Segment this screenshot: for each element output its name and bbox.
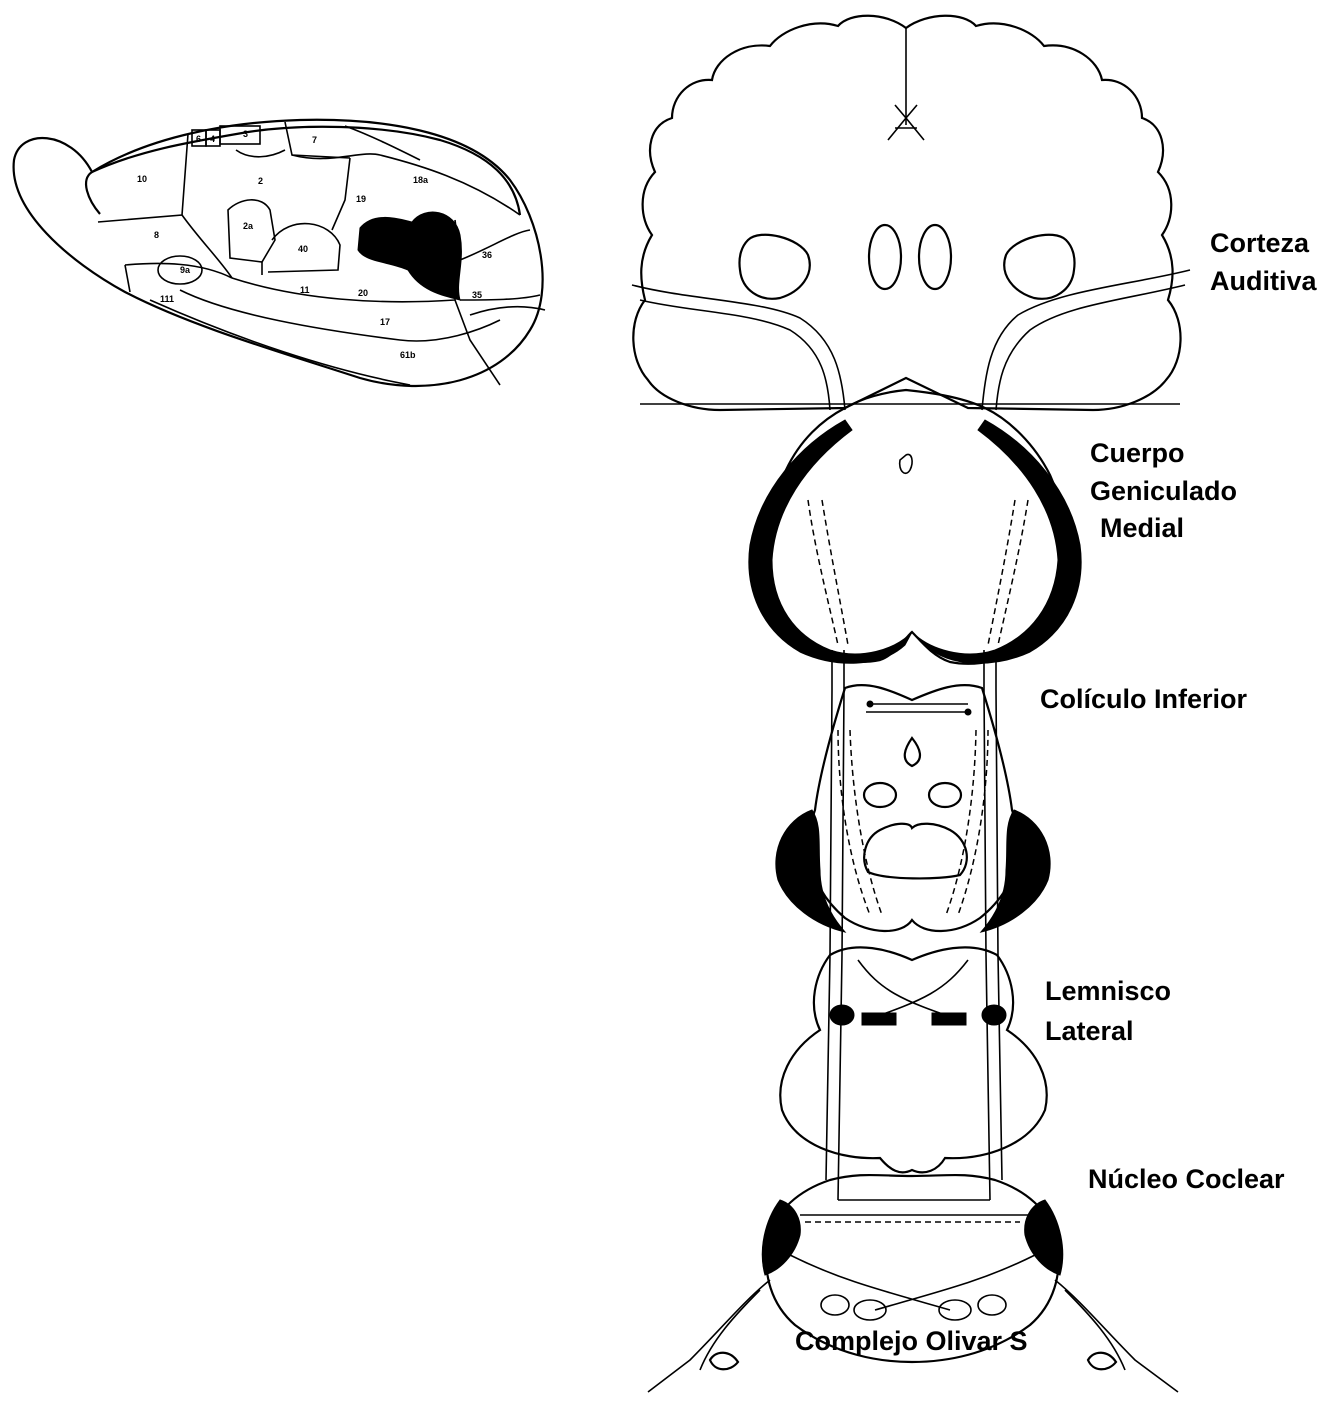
- label-auditory-cortex-line2: Auditiva: [1210, 266, 1317, 296]
- label-auditory-cortex-line1: Corteza: [1210, 228, 1310, 258]
- area-label-8: 8: [154, 230, 159, 240]
- area-label-4: 4: [210, 134, 215, 144]
- area-label-61b: 61b: [400, 350, 416, 360]
- area-label-7: 7: [312, 135, 317, 145]
- area-label-40: 40: [298, 244, 308, 254]
- cerebrum-section: [632, 16, 1190, 410]
- area-label-2: 2: [258, 176, 263, 186]
- area-label-18a: 18a: [413, 175, 429, 185]
- label-medial-geniculate-line3: Medial: [1100, 513, 1184, 543]
- structure-labels: Corteza Auditiva Cuerpo Geniculado Media…: [795, 228, 1317, 1356]
- area-label-9a: 9a: [180, 265, 191, 275]
- area-label-35: 35: [472, 290, 482, 300]
- pons-section: [780, 947, 1046, 1172]
- area-label-17: 17: [380, 317, 390, 327]
- area-label-10: 10: [137, 174, 147, 184]
- label-superior-olive: Complejo Olivar S: [795, 1326, 1028, 1356]
- area-label-6: 6: [196, 134, 201, 144]
- label-lateral-lemniscus-line2: Lateral: [1045, 1016, 1134, 1046]
- label-medial-geniculate-line1: Cuerpo: [1090, 438, 1185, 468]
- medulla-section: [648, 1175, 1178, 1392]
- area-label-20: 20: [358, 288, 368, 298]
- area-label-3: 3: [243, 129, 248, 139]
- area-label-111: 111: [160, 294, 174, 304]
- label-inferior-colliculus: Colículo Inferior: [1040, 684, 1248, 714]
- thalamus-section: [749, 390, 1081, 664]
- label-medial-geniculate-line2: Geniculado: [1090, 476, 1237, 506]
- area-label-19: 19: [356, 194, 366, 204]
- area-label-36: 36: [482, 250, 492, 260]
- cortex-area-map: 10 6 4 3 7 2 2a 40 19 18a 8 9a 111 11 20…: [14, 120, 545, 386]
- area-label-2a: 2a: [243, 221, 254, 231]
- label-lateral-lemniscus-line1: Lemnisco: [1045, 976, 1171, 1006]
- midbrain-section: [776, 685, 1050, 932]
- area-label-11: 11: [300, 285, 310, 295]
- label-cochlear-nucleus: Núcleo Coclear: [1088, 1164, 1285, 1194]
